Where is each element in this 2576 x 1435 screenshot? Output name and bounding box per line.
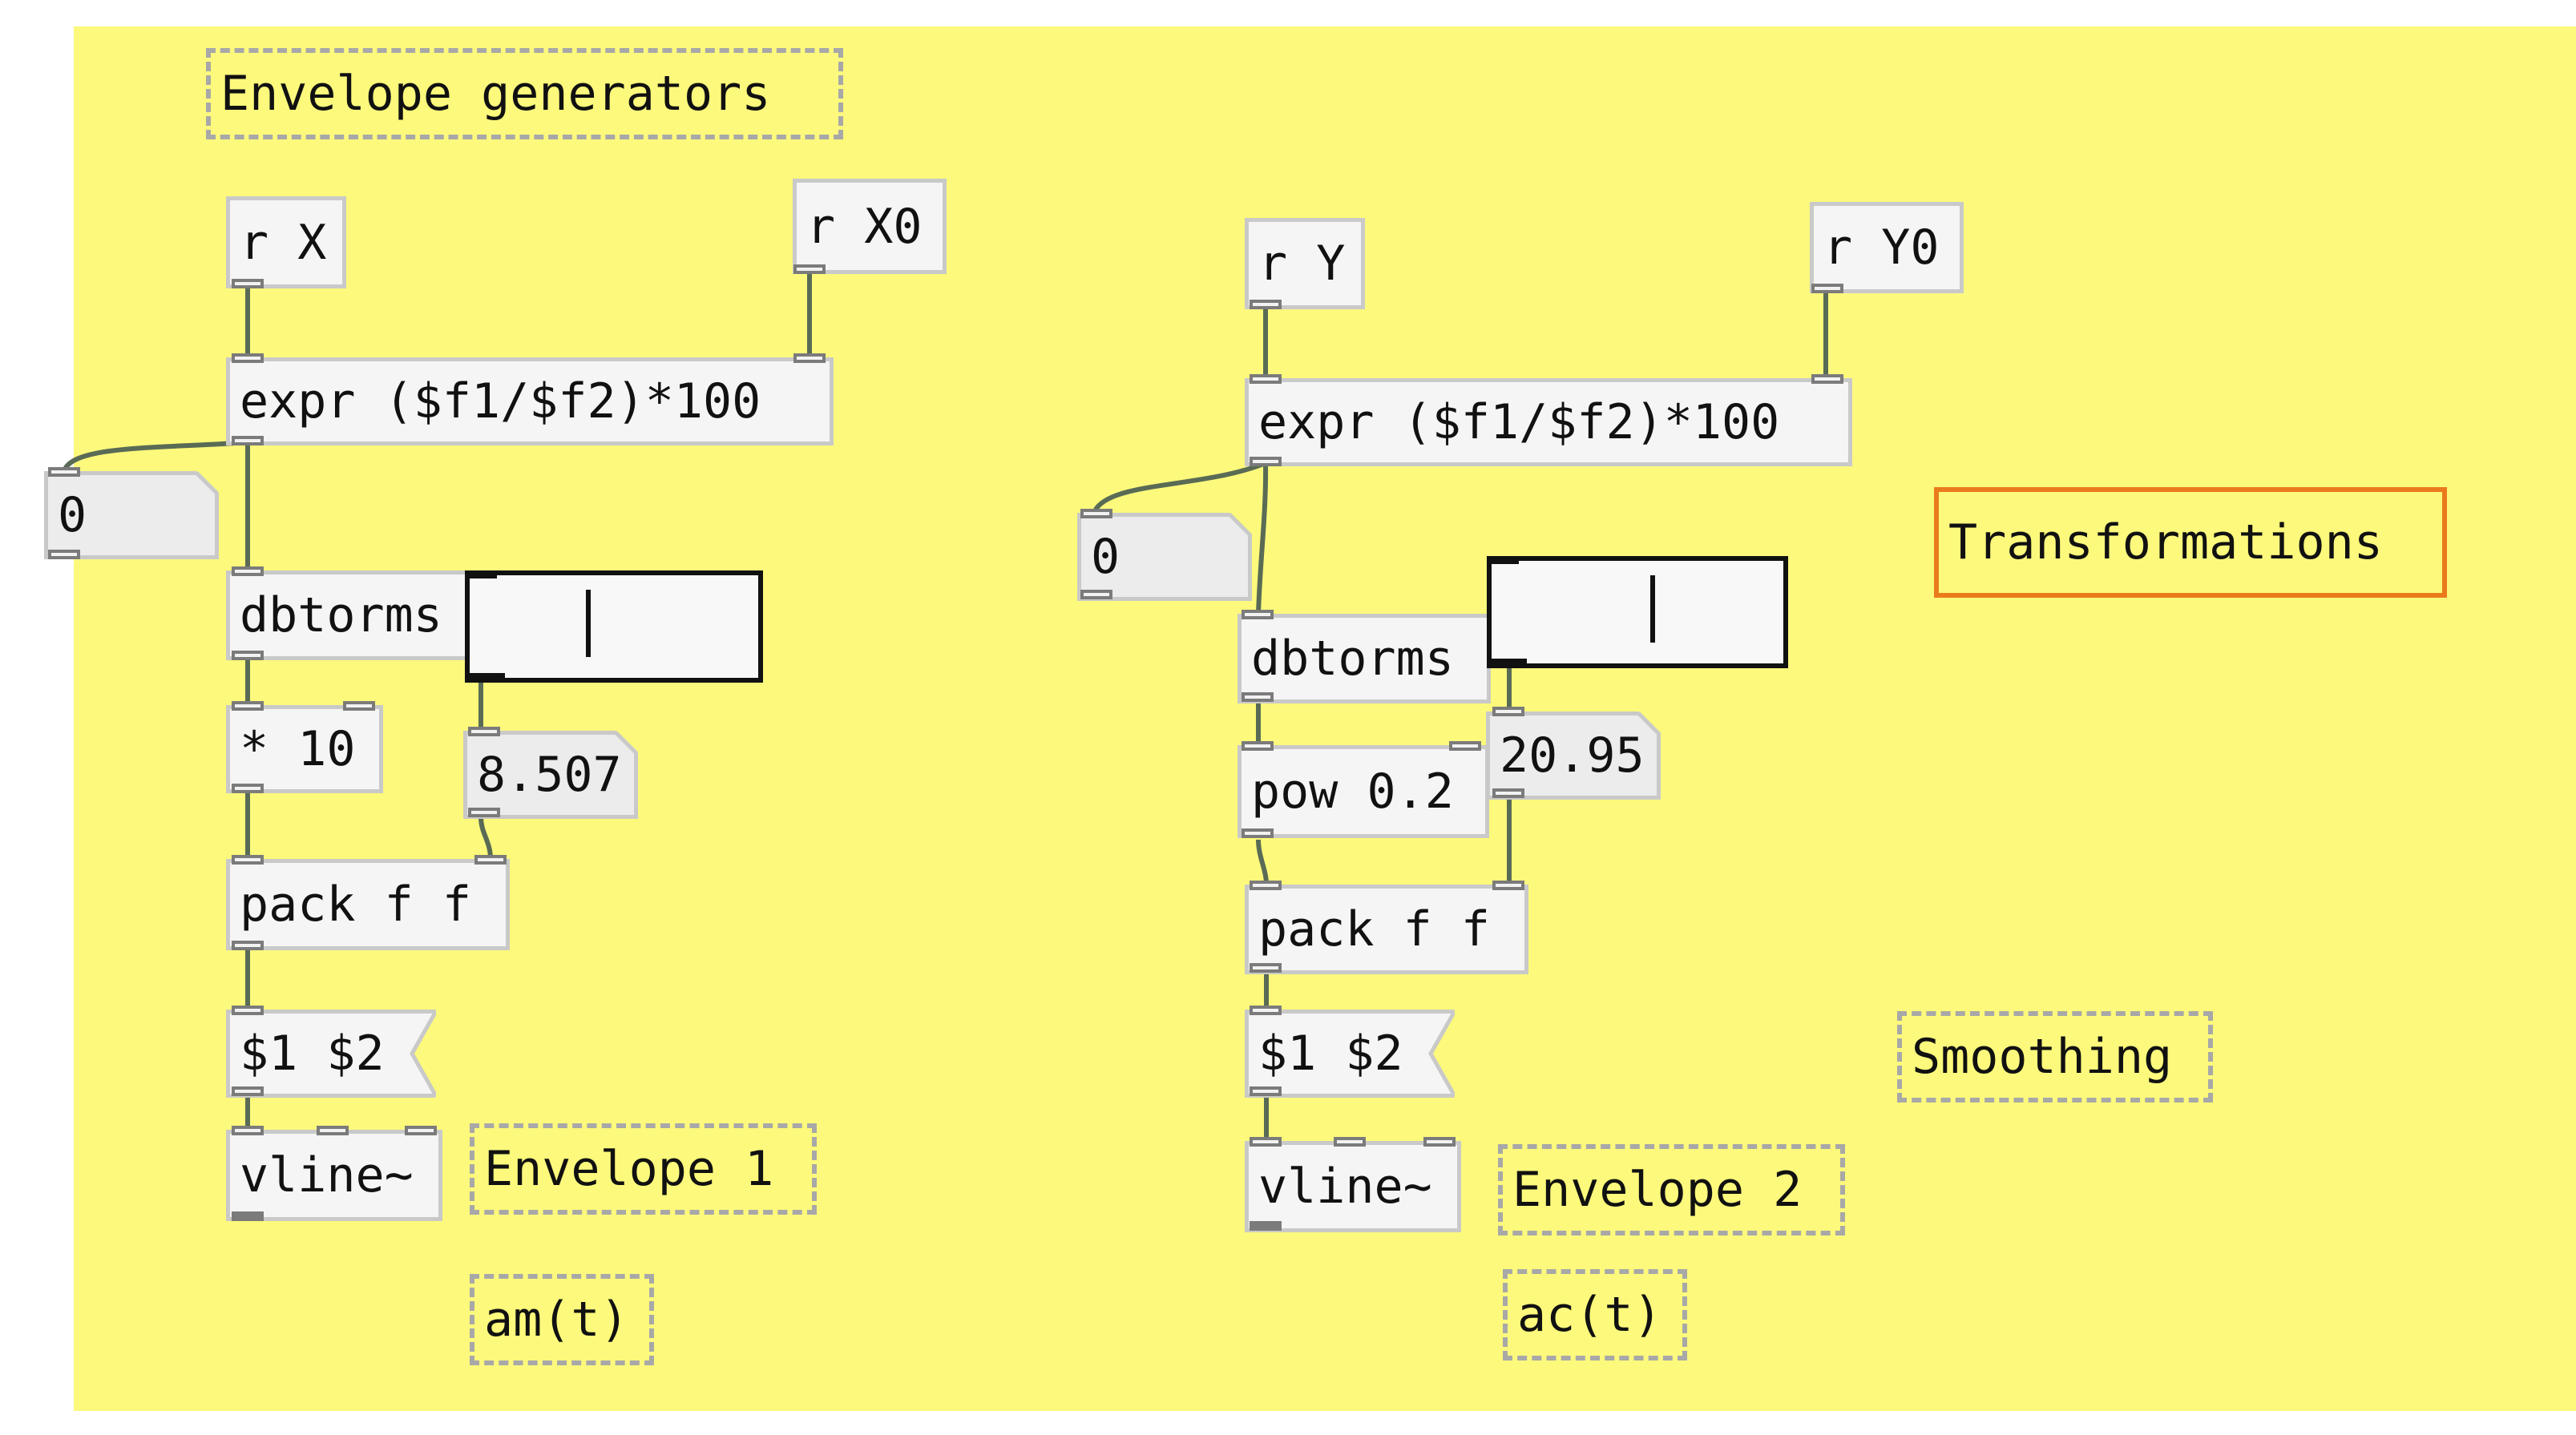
inlet-port[interactable] [1250,1006,1282,1015]
receive-y-object[interactable]: r Y [1245,218,1365,309]
inlet-port[interactable] [1250,881,1282,890]
comment-transformations: Transformations [1934,487,2447,598]
outlet-port[interactable] [232,279,264,288]
cord [478,816,493,860]
outlet-port[interactable] [1811,284,1843,293]
inlet-port[interactable] [1080,509,1112,518]
pow-object[interactable]: pow 0.2 [1238,745,1489,838]
inlet-port[interactable] [1423,1137,1456,1147]
inlet-port[interactable] [1449,741,1481,751]
message-box-right[interactable]: $1 $2 [1245,1010,1455,1098]
inlet-port[interactable] [1492,707,1524,716]
number-box-out-right[interactable]: 20.95 [1486,711,1661,800]
message-box-left[interactable]: $1 $2 [226,1010,436,1098]
inlet-port[interactable] [317,1126,349,1135]
outlet-port[interactable] [1242,692,1274,702]
comment-smoothing: Smoothing [1897,1011,2213,1102]
inlet-port[interactable] [232,1006,264,1015]
outlet-port[interactable] [1250,300,1282,309]
dbtorms-object[interactable]: dbtorms [1238,614,1491,703]
expr-object[interactable]: expr ($f1/$f2)*100 [1245,378,1852,466]
receive-y0-object[interactable]: r Y0 [1810,202,1964,293]
outlet-port[interactable] [1492,788,1524,798]
inlet-port[interactable] [232,701,264,711]
dbtorms-object[interactable]: dbtorms [226,570,479,660]
pack-object[interactable]: pack f f [1245,885,1528,974]
inlet-port[interactable] [1492,881,1524,890]
inlet-port[interactable] [474,855,507,865]
outlet-port[interactable] [468,808,500,817]
outlet-port[interactable] [232,436,264,445]
signal-outlet-port[interactable] [1250,1221,1282,1231]
outlet-port[interactable] [1080,590,1112,599]
inlet-port[interactable] [232,353,264,363]
inlet-port[interactable] [343,701,375,711]
inlet-port[interactable] [793,353,826,363]
multiply-object[interactable]: * 10 [226,705,383,793]
comment-envelope-generators: Envelope generators [206,48,843,139]
outlet-port[interactable] [232,941,264,950]
horizontal-slider-left[interactable] [465,570,763,683]
inlet-port[interactable] [468,727,500,736]
outlet-port[interactable] [1242,828,1274,838]
outlet-port[interactable] [232,651,264,660]
cord [62,440,248,473]
cord [1092,461,1267,514]
inlet-port[interactable] [232,855,264,865]
expr-object[interactable]: expr ($f1/$f2)*100 [226,357,834,445]
comment-envelope-2: Envelope 2 [1498,1144,1845,1235]
inlet-port[interactable] [405,1126,437,1135]
outlet-port[interactable] [1250,457,1282,466]
inlet-port[interactable] [1242,741,1274,751]
inlet-port[interactable] [1334,1137,1366,1147]
comment-ac-t: ac(t) [1503,1269,1687,1360]
receive-x0-object[interactable]: r X0 [793,179,947,274]
outlet-port[interactable] [1250,963,1282,973]
inlet-port[interactable] [48,467,80,477]
slider-knob[interactable] [1650,575,1655,643]
inlet-port[interactable] [232,566,264,576]
number-box-top-left[interactable]: 0 [44,471,219,559]
number-box-out-left[interactable]: 8.507 [463,731,638,819]
inlet-port[interactable] [1242,610,1274,619]
outlet-port[interactable] [1250,1086,1282,1096]
signal-outlet-port[interactable] [232,1211,264,1221]
cord [1256,462,1269,615]
receive-x-object[interactable]: r X [226,196,346,288]
inlet-port[interactable] [1811,374,1843,384]
cord [1256,839,1269,885]
comment-envelope-1: Envelope 1 [470,1123,817,1215]
vline-object[interactable]: vline~ [226,1130,442,1221]
vline-object[interactable]: vline~ [1245,1141,1461,1232]
horizontal-slider-right[interactable] [1487,556,1788,668]
outlet-port[interactable] [232,784,264,793]
outlet-port[interactable] [232,1086,264,1096]
inlet-port[interactable] [1250,374,1282,384]
outlet-port[interactable] [48,550,80,559]
comment-am-t: am(t) [470,1274,654,1365]
inlet-port[interactable] [232,1126,264,1135]
pack-object[interactable]: pack f f [226,859,510,950]
inlet-port[interactable] [1250,1137,1282,1147]
slider-knob[interactable] [586,590,591,657]
outlet-port[interactable] [793,264,826,274]
number-box-top-right[interactable]: 0 [1077,513,1252,601]
